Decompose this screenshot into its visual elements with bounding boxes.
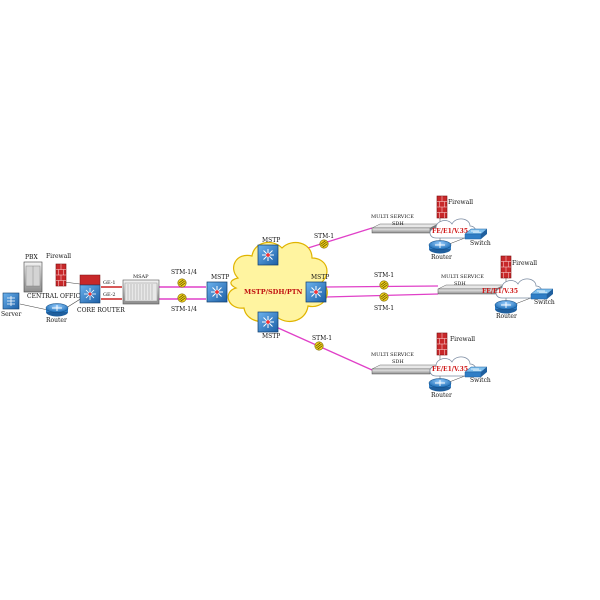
stm1-mid-upper-label: STM-1: [374, 272, 394, 279]
mstp-node-top-icon: [257, 244, 279, 266]
site2-sdh-label-line1: MULTI SERVICE: [441, 274, 484, 280]
site2-firewall-label: Firewall: [512, 260, 537, 267]
site3-sdh-device-icon: [371, 364, 439, 375]
remote-site-3: MULTI SERVICE SDH Firewall FE/E1/V.35 Ro…: [371, 332, 491, 399]
firewall-label: Firewall: [46, 253, 71, 260]
server-router-link: [19, 303, 49, 311]
mstp-node-left-label: MSTP: [211, 274, 229, 281]
site1-interfaces-label: FE/E1/V.35: [432, 228, 468, 235]
mstp-node-right-icon: [305, 281, 327, 303]
mstp-cloud-label: MSTP/SDH/PTN: [244, 288, 303, 296]
router-core-link: [65, 297, 83, 309]
site3-switch-label: Switch: [470, 377, 491, 384]
site2-router-icon: [494, 300, 518, 314]
stm1-mid-lower-label: STM-1: [374, 305, 394, 312]
stm1-top-marker-icon: [319, 239, 329, 249]
site2-sdh-label-line2: SDH: [454, 281, 466, 287]
stm1-mid-lower-marker-icon: [379, 292, 389, 302]
site1-firewall-label: Firewall: [448, 199, 473, 206]
remote-site-1: MULTI SERVICE SDH Firewall FE/E1/V.35 Ro…: [371, 195, 491, 261]
msap-label: MSAP: [133, 274, 149, 280]
site3-router-label: Router: [431, 392, 452, 399]
site1-firewall-icon: [436, 195, 448, 219]
stm14-markers: STM-1/4 STM-1/4: [171, 269, 197, 313]
site1-router-icon: [428, 240, 452, 254]
mstp-node-right-label: MSTP: [311, 274, 329, 281]
site2-switch-label: Switch: [534, 299, 555, 306]
stm14-top-marker-icon: [177, 278, 187, 288]
stm14-bottom-marker-icon: [177, 293, 187, 303]
site3-router-icon: [428, 378, 452, 392]
site2-firewall-icon: [500, 255, 512, 279]
stm14-top-label: STM-1/4: [171, 269, 197, 276]
server-icon: [2, 292, 20, 310]
site1-sdh-label-line1: MULTI SERVICE: [371, 214, 414, 220]
pbx-label: PBX: [25, 254, 38, 261]
server-label: Server: [1, 311, 21, 318]
site2-router-label: Router: [496, 313, 517, 320]
mstp-node-bottom-icon: [257, 311, 279, 333]
site1-switch-label: Switch: [470, 240, 491, 247]
mstp-node-bottom-label: MSTP: [262, 333, 280, 340]
site3-firewall-icon: [436, 332, 448, 356]
stm1-bottom-label: STM-1: [312, 335, 332, 342]
site3-firewall-label: Firewall: [450, 336, 475, 343]
ge2-label: GE-2: [103, 292, 116, 298]
site3-interfaces-label: FE/E1/V.35: [432, 366, 468, 373]
site2-interfaces-label: FE/E1/V.35: [482, 288, 518, 295]
site3-sdh-label-line2: SDH: [392, 359, 404, 365]
stm1-bottom-link: [275, 326, 373, 371]
site1-sdh-device-icon: [371, 223, 439, 234]
site3-sdh-label-line1: MULTI SERVICE: [371, 352, 414, 358]
firewall-icon: [55, 263, 67, 287]
ge1-label: GE-1: [103, 280, 116, 286]
stm1-markers: STM-1 STM-1 STM-1 STM-1: [312, 233, 394, 351]
router-label: Router: [46, 317, 67, 324]
site1-sdh-label-line2: SDH: [392, 221, 404, 227]
stm1-bottom-marker-icon: [314, 341, 324, 351]
central-office-group: PBX Firewall CENTRAL OFFICE Server Route…: [1, 253, 160, 324]
stm1-top-label: STM-1: [314, 233, 334, 240]
mstp-node-left-icon: [206, 281, 228, 303]
mstp-ring-group: MSTP/SDH/PTN MSTP MSTP MSTP MSTP: [206, 237, 329, 340]
stm14-bottom-label: STM-1/4: [171, 306, 197, 313]
core-router-icon: [79, 274, 101, 304]
core-router-label: CORE ROUTER: [77, 307, 125, 314]
pbx-cabinet-icon: [23, 261, 43, 293]
site1-router-label: Router: [431, 254, 452, 261]
mstp-node-top-label: MSTP: [262, 237, 280, 244]
router-icon: [45, 303, 69, 317]
central-office-label: CENTRAL OFFICE: [27, 293, 85, 300]
remote-site-2: MULTI SERVICE SDH Firewall FE/E1/V.35 Ro…: [437, 255, 555, 320]
stm1-mid-upper-marker-icon: [379, 280, 389, 290]
msap-chassis-icon: [122, 279, 160, 305]
firewall-core-link: [63, 281, 81, 285]
